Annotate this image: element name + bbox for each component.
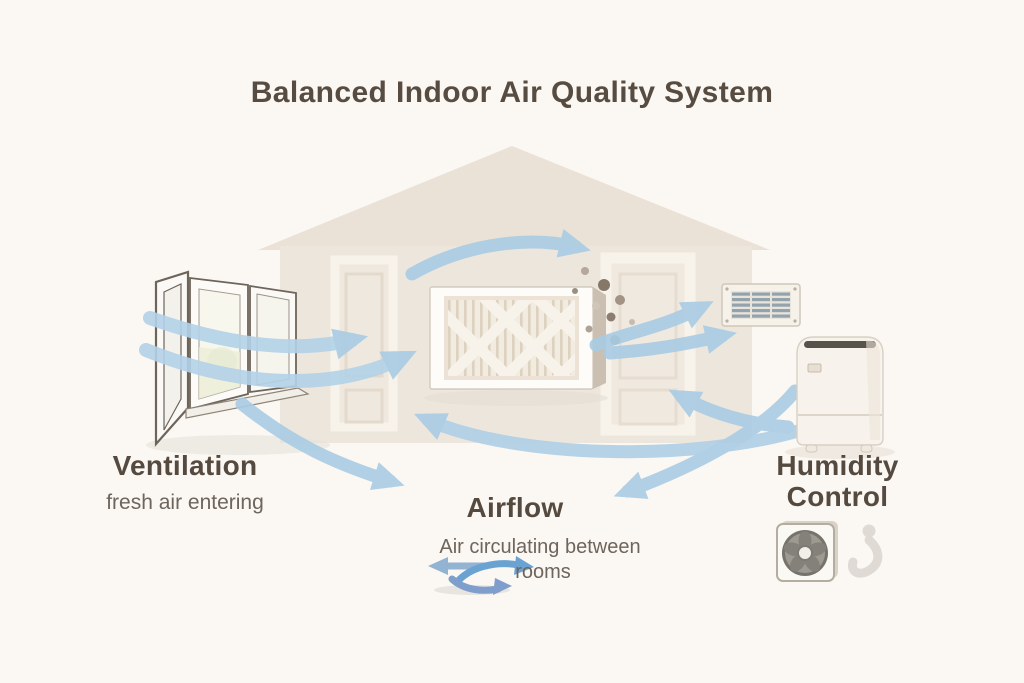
- hook-squiggle-icon: [847, 524, 883, 578]
- airflow-label: Airflow: [466, 492, 564, 523]
- air-filter-icon: [424, 286, 608, 406]
- arrow-room-return-long: [413, 413, 805, 459]
- diagram-title: Balanced Indoor Air Quality System: [250, 76, 774, 109]
- humidity-control-label: Humidity Control: [745, 450, 930, 512]
- airflow-description-line2: rooms: [515, 561, 571, 583]
- arrow-filter-to-upper-right: [405, 229, 591, 281]
- arrow-window-to-filter-lower: [139, 343, 417, 388]
- arrow-dehumidifier-to-airflow: [613, 384, 802, 499]
- ventilation-label-block: Ventilation fresh air entering: [60, 450, 310, 515]
- fan-unit-icon: [776, 521, 838, 582]
- dehumidifier-icon: [785, 336, 895, 459]
- arrow-window-to-airflow: [235, 397, 405, 490]
- airflow-arrows: [139, 229, 805, 499]
- ventilation-description: fresh air entering: [106, 491, 264, 514]
- filter-lattice: [448, 300, 575, 376]
- airflow-description-line1: Air circulating between: [439, 536, 641, 558]
- ventilation-label: Ventilation: [112, 450, 258, 481]
- arrow-window-to-filter-upper: [143, 311, 369, 360]
- dehumidifier-control-panel: [807, 363, 822, 373]
- circulation-arrows-icon: [428, 556, 534, 595]
- arrow-filter-to-vent-lower: [603, 325, 737, 360]
- arrow-filter-to-vent-upper: [589, 301, 714, 352]
- house-roof: [258, 146, 770, 250]
- humidity-label-line1: Humidity: [776, 450, 899, 481]
- arrow-dehumidifier-return: [668, 389, 795, 434]
- humidity-label-line2: Control: [786, 481, 889, 512]
- wall-vent-grille-icon: [721, 283, 801, 327]
